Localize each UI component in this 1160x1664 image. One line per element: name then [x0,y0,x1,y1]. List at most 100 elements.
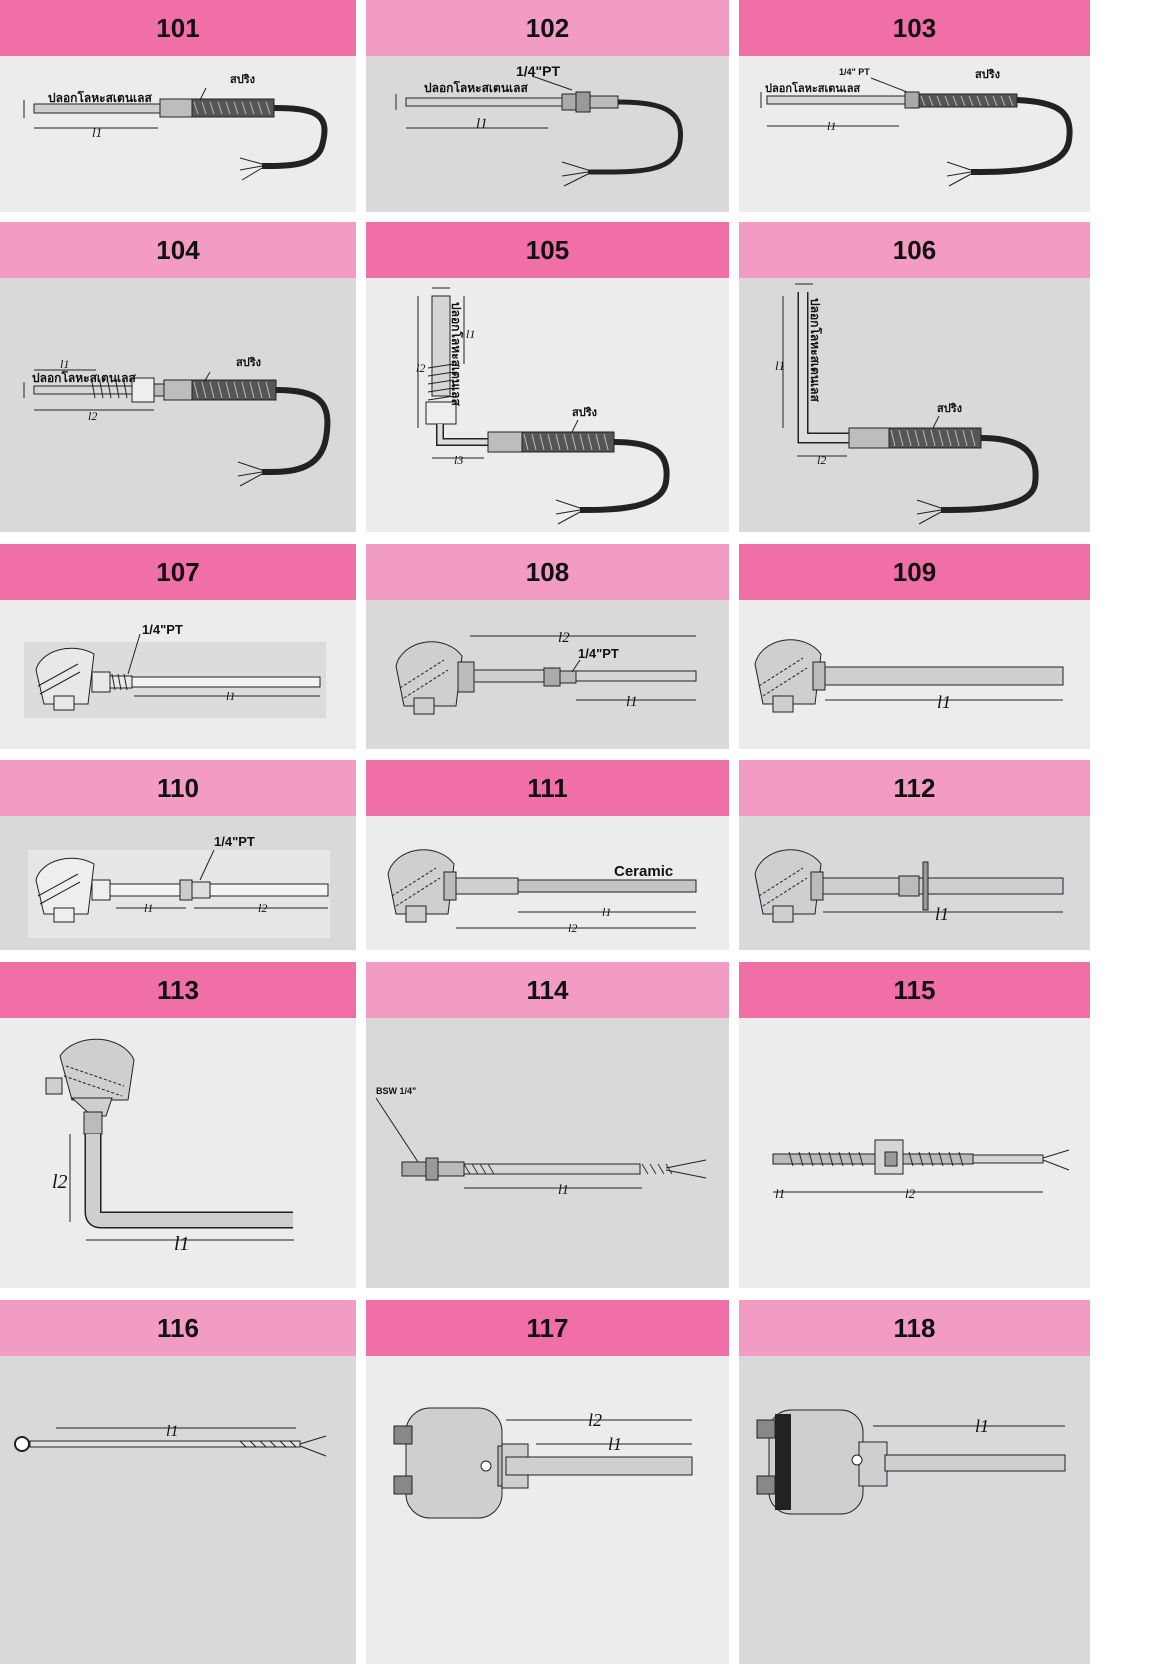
card-header: 117 [366,1300,729,1356]
label-l1: l1 [827,119,836,133]
label-l1: l1 [476,116,488,132]
label-l2: l2 [588,1410,602,1430]
diagram-103: 1/4" PT ปลอกโลหะสเตนเลส สปริง l1 [760,67,1073,187]
card-number: 111 [527,772,568,803]
card-103: 103 1/4" PT ปลอกโลหะสเตนเลส สปริง l1 [739,0,1090,212]
card-header: 105 [366,222,729,278]
label-l2: l2 [88,409,97,423]
diagram-101: ปลอกโลหะสเตนเลส สปริง l1 [23,73,328,181]
card-114: 114 BSW 1/4" l1 [366,962,729,1288]
diagram-102: 1/4"PT ปลอกโลหะสเตนเลส l1 [395,63,684,187]
card-header: 108 [366,544,729,600]
diagram-109: l1 [754,639,1064,713]
diagram-111: Ceramic l1 l2 [387,849,697,935]
card-header: 111 [366,760,729,816]
card-number: 115 [893,974,936,1005]
card-106: 106 ปลอกโลหะสเตนเลส สปริง l1 l2 [739,222,1090,532]
card-number: 117 [526,1312,569,1343]
card-108: 108 l2 1/4"PT l1 [366,544,729,749]
card-header: 118 [739,1300,1090,1356]
card-header: 112 [739,760,1090,816]
card-number: 107 [156,556,200,587]
card-number: 110 [157,772,199,803]
label-l3: l3 [454,453,463,467]
card-number: 101 [156,12,200,43]
card-header: 104 [0,222,356,278]
label-l1: l1 [166,1423,178,1440]
diagram-113: l2 l1 [45,1038,294,1255]
card-header: 103 [739,0,1090,56]
label-l2: l2 [416,361,425,375]
card-110: 110 1/4"PT l1 l2 [0,760,356,950]
label-l1: l1 [60,357,69,371]
diagram-118: l1 [756,1409,1066,1515]
card-number: 109 [892,556,937,587]
diagram-116: l1 [14,1423,327,1457]
label-sheath: ปลอกโลหะสเตนเลส [48,90,152,105]
card-115: 115 l1 l2 [739,962,1090,1288]
card-112: 112 l1 [739,760,1090,950]
card-number: 103 [892,12,937,43]
diagram-108: l2 1/4"PT l1 [395,630,697,715]
card-number: 102 [525,12,570,43]
label-sheath: ปลอกโลหะสเตนเลส [424,80,528,95]
label-l1: l1 [775,358,785,373]
label-ceramic: Ceramic [614,863,673,880]
label-sheath: ปลอกโลหะสเตนเลส [808,298,823,402]
card-number: 112 [893,772,936,803]
card-109: 109 l1 [739,544,1090,749]
card-104: 104 l1 ปลอกโลหะสเตนเลส สปริง l2 [0,222,356,532]
label-thread: 1/4"PT [214,834,255,849]
label-l1: l1 [226,689,235,703]
label-spring: สปริง [572,406,597,419]
card-header: 113 [0,962,356,1018]
card-number: 113 [157,974,199,1005]
card-header: 107 [0,544,356,600]
label-sheath: ปลอกโลหะสเตนเลส [765,81,860,95]
label-l1: l1 [975,1416,989,1436]
label-spring: สปริง [236,356,261,369]
label-l1: l1 [935,904,949,924]
diagram-105: ปลอกโลหะสเตนเลส สปริง l1 l2 l3 [416,287,670,525]
label-spring: สปริง [230,73,255,86]
label-thread: 1/4" PT [839,67,870,77]
card-number: 118 [893,1312,936,1343]
card-number: 108 [525,556,570,587]
label-l1: l1 [626,694,638,710]
label-spring: สปริง [975,68,1000,81]
label-l2: l2 [568,921,577,935]
diagram-117: l2 l1 [393,1407,693,1519]
label-l1: l1 [775,1186,785,1201]
label-l1: l1 [466,327,475,341]
card-105: 105 ปลอกโลหะสเตนเลส สปริง l1 l2 l3 [366,222,729,532]
card-113: 113 l2 l1 [0,962,356,1288]
card-header: 109 [739,544,1090,600]
label-l1: l1 [602,905,611,919]
label-thread: BSW 1/4" [376,1086,416,1096]
card-header: 114 [366,962,729,1018]
card-number: 106 [892,234,937,265]
card-number: 105 [525,234,570,265]
card-header: 102 [366,0,729,56]
label-l1: l1 [558,1183,569,1198]
label-sheath: ปลอกโลหะสเตนเลส [449,302,464,406]
card-header: 106 [739,222,1090,278]
diagram-107: 1/4"PT l1 [24,622,326,718]
card-header: 116 [0,1300,356,1356]
label-l1: l1 [608,1434,622,1454]
label-l1: l1 [937,692,951,712]
label-thread: 1/4"PT [142,622,183,637]
label-thread: 1/4"PT [578,646,619,661]
card-107: 107 1/4"PT l1 [0,544,356,749]
label-l1: l1 [92,125,102,140]
card-101: 101 ปลอกโลหะสเตนเลส สปริง l1 [0,0,356,212]
label-l2: l2 [817,453,826,467]
label-l2: l2 [258,901,267,915]
card-118: 118 l1 [739,1300,1090,1664]
diagram-104: l1 ปลอกโลหะสเตนเลส สปริง l2 [23,356,331,487]
label-spring: สปริง [937,402,962,415]
diagram-114: BSW 1/4" l1 [375,1086,707,1198]
label-l2: l2 [905,1186,916,1201]
diagram-110: 1/4"PT l1 l2 [28,834,330,938]
